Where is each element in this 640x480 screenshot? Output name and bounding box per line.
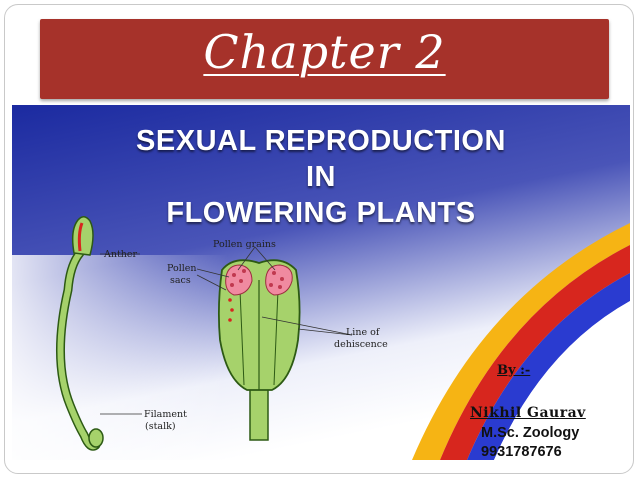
decorative-arcs <box>412 223 630 460</box>
label-filament-2: (stalk) <box>145 421 176 432</box>
label-anther: Anther <box>104 249 138 260</box>
stamen-illustration <box>55 216 142 451</box>
label-line-of-dehiscence-1: Line of <box>346 327 380 338</box>
label-pollen-sacs-1: Pollen <box>167 263 197 274</box>
label-filament-1: Filament <box>144 409 187 420</box>
author-degree: M.Sc. Zoology <box>481 425 580 441</box>
cover-image: SEXUAL REPRODUCTION IN FLOWERING PLANTS … <box>12 105 630 460</box>
author-phone: 9931787676 <box>481 444 562 460</box>
author-name: Nikhil Gaurav <box>470 405 586 421</box>
anther-section-illustration <box>196 246 353 441</box>
cover-illustration <box>12 105 630 460</box>
label-pollen-grains: Pollen grains <box>213 239 276 250</box>
heading-line-2: IN <box>306 161 336 193</box>
heading-line-3: FLOWERING PLANTS <box>166 197 476 229</box>
slide-frame <box>4 4 634 474</box>
chapter-title: Chapter 2 <box>203 25 446 79</box>
heading-line-1: SEXUAL REPRODUCTION <box>136 125 506 157</box>
label-line-of-dehiscence-2: dehiscence <box>334 339 388 350</box>
by-label: By :- <box>497 363 531 378</box>
label-pollen-sacs-2: sacs <box>170 275 191 286</box>
title-band: Chapter 2 <box>40 19 609 99</box>
